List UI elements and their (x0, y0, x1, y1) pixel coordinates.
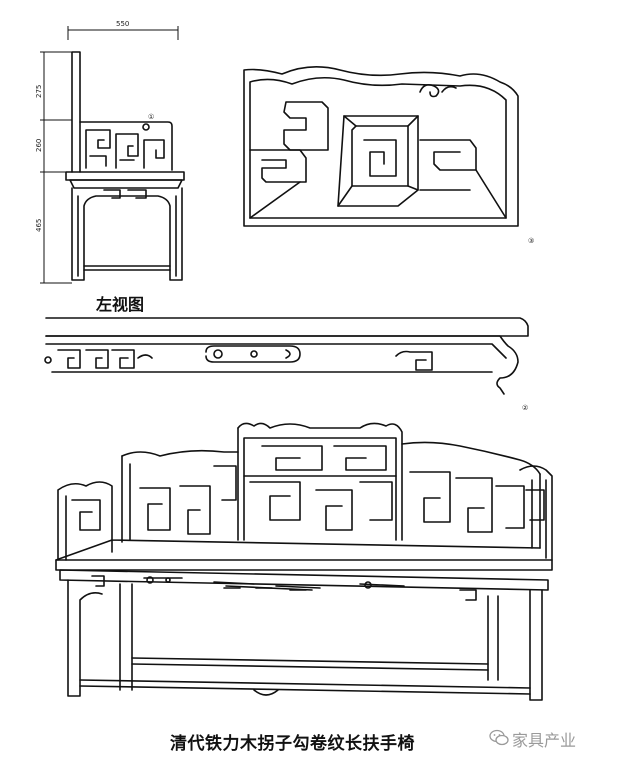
left-view-drawing: 550 275 260 465 (35, 20, 185, 284)
apron-detail (44, 317, 529, 395)
callout-3-panel: ③ (528, 237, 534, 245)
dim-h275: 275 (35, 85, 43, 98)
left-view-label: 左视图 (96, 295, 145, 314)
dim-h465: 465 (35, 219, 43, 232)
dim-h260: 260 (35, 139, 43, 152)
main-chair-view (55, 422, 553, 701)
watermark-text: 家具产业 (512, 731, 577, 750)
back-panel-detail (243, 66, 519, 227)
dim-width: 550 (116, 20, 129, 28)
wechat-icon (489, 729, 509, 746)
callout-2-apron: ② (522, 404, 528, 412)
callout-1-side: ① (148, 113, 154, 121)
figure-caption: 清代铁力木拐子勾卷纹长扶手椅 (170, 734, 415, 754)
